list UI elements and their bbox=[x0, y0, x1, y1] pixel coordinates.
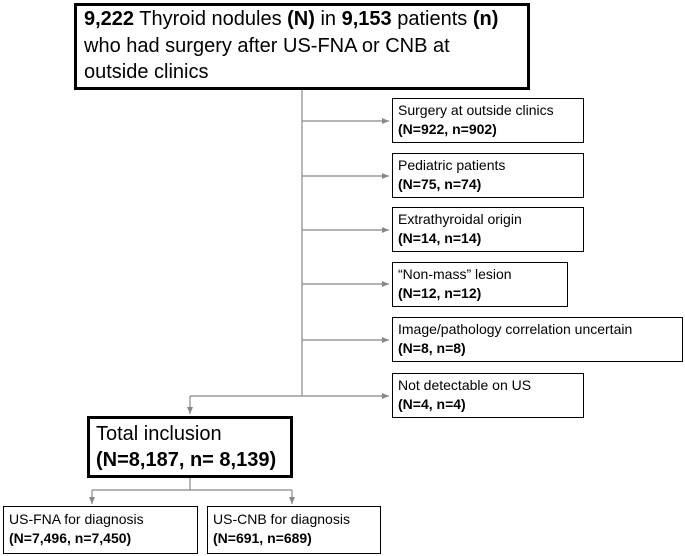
exclusion-label-5: Image/pathology correlation uncertain bbox=[398, 321, 633, 337]
source-population-line2: who had surgery after US-FNA or CNB at bbox=[84, 35, 450, 57]
exclusion-label-1: Surgery at outside clinics bbox=[398, 102, 554, 118]
us-fna-label: US-FNA for diagnosis bbox=[9, 511, 144, 527]
us-cnb-box bbox=[207, 506, 381, 554]
exclusion-box-2 bbox=[392, 153, 584, 198]
exclusion-box-4 bbox=[392, 262, 568, 307]
us-cnb-counts: (N=691, n=689) bbox=[213, 530, 312, 546]
patient-count: 9,153 bbox=[341, 8, 392, 30]
us-cnb-label: US-CNB for diagnosis bbox=[213, 511, 350, 527]
n-upper-label: (N) bbox=[287, 8, 315, 30]
exclusion-box-6 bbox=[392, 373, 584, 418]
exclusion-label-4: “Non-mass” lesion bbox=[398, 266, 512, 282]
exclusion-label-3: Extrathyroidal origin bbox=[398, 211, 522, 227]
exclusion-counts-3: (N=14, n=14) bbox=[398, 230, 482, 246]
nodules-label: Thyroid nodules bbox=[139, 8, 282, 30]
total-inclusion-box bbox=[87, 416, 293, 478]
source-population-line3: outside clinics bbox=[84, 61, 209, 83]
exclusion-counts-1: (N=922, n=902) bbox=[398, 121, 497, 137]
total-inclusion-label: Total inclusion bbox=[96, 423, 222, 445]
exclusion-box-5 bbox=[392, 317, 683, 362]
exclusion-counts-6: (N=4, n=4) bbox=[398, 396, 466, 412]
in-word: in bbox=[320, 8, 337, 30]
exclusion-box-3 bbox=[392, 207, 584, 252]
exclusion-label-2: Pediatric patients bbox=[398, 157, 506, 173]
us-fna-box bbox=[3, 506, 198, 554]
source-population-box bbox=[74, 3, 530, 90]
total-inclusion-counts: (N=8,187, n= 8,139) bbox=[96, 449, 277, 471]
exclusion-counts-5: (N=8, n=8) bbox=[398, 340, 466, 356]
us-fna-counts: (N=7,496, n=7,450) bbox=[9, 530, 132, 546]
patients-label: patients bbox=[397, 8, 468, 30]
exclusion-box-1 bbox=[392, 98, 584, 143]
exclusion-label-6: Not detectable on US bbox=[398, 377, 532, 393]
source-population-line1: 9,222 Thyroid nodules (N) in 9,153 patie… bbox=[84, 7, 498, 31]
exclusion-counts-2: (N=75, n=74) bbox=[398, 176, 482, 192]
exclusion-counts-4: (N=12, n=12) bbox=[398, 285, 482, 301]
n-lower-label: (n) bbox=[472, 8, 499, 30]
nodule-count: 9,222 bbox=[84, 8, 135, 30]
